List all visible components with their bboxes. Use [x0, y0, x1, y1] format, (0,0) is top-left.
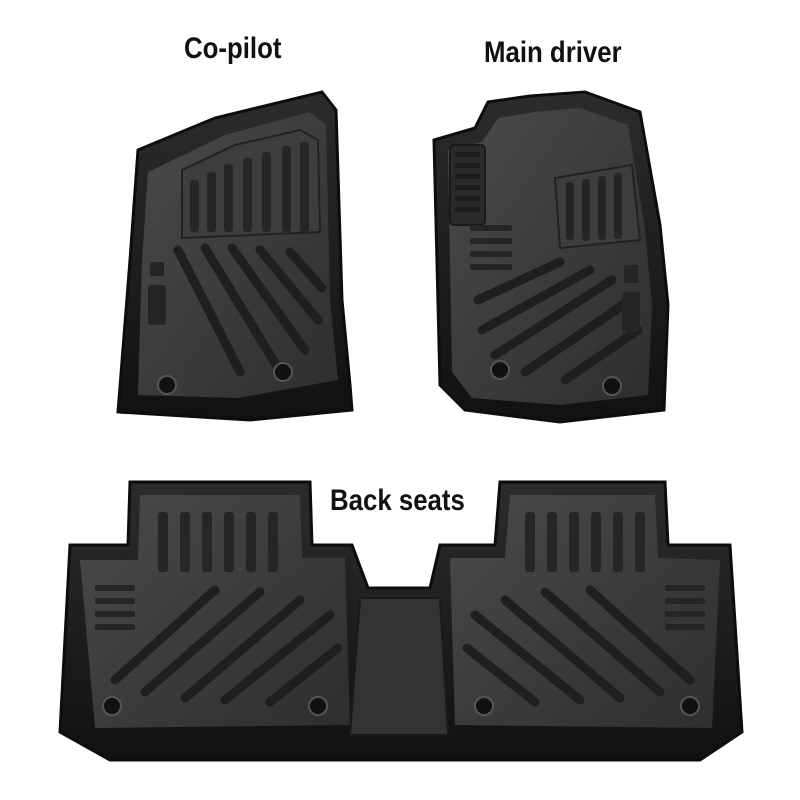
back-left-upper-ribs	[158, 512, 278, 572]
driver-left-ribs	[470, 225, 512, 270]
back-seats-mat	[58, 480, 744, 762]
back-left-ridges	[110, 585, 343, 707]
back-left-side-ribs	[95, 585, 135, 630]
main-driver-label: Main driver	[484, 36, 622, 69]
copilot-lower-ridges	[173, 243, 327, 377]
copilot-label: Co-pilot	[184, 32, 282, 65]
back-right-ridges	[462, 585, 695, 707]
back-mat-center-hump	[348, 597, 450, 736]
back-retention-hole-3	[474, 696, 494, 716]
driver-lower-ridges	[473, 257, 643, 385]
back-retention-hole-1	[102, 696, 122, 716]
driver-side-slots	[622, 265, 640, 332]
back-right-upper-ribs	[525, 512, 645, 572]
driver-mat	[432, 90, 670, 424]
copilot-upper-ribs	[190, 142, 309, 232]
back-mat-left-floor	[80, 495, 350, 728]
copilot-mat	[116, 90, 354, 422]
driver-upper-ribs	[566, 173, 622, 241]
driver-dead-pedal-ribs	[455, 152, 480, 212]
back-retention-hole-4	[680, 696, 700, 716]
driver-retention-hole-right	[602, 376, 622, 396]
copilot-retention-hole-left	[157, 375, 177, 395]
back-retention-hole-2	[308, 696, 328, 716]
back-seats-label: Back seats	[330, 484, 465, 517]
back-seats-label-backdrop	[322, 478, 488, 524]
copilot-side-slots	[148, 262, 166, 325]
back-right-side-ribs	[665, 585, 705, 630]
copilot-retention-hole-right	[273, 362, 293, 382]
back-mat-right-floor	[450, 495, 720, 728]
driver-retention-hole-left	[490, 360, 510, 380]
